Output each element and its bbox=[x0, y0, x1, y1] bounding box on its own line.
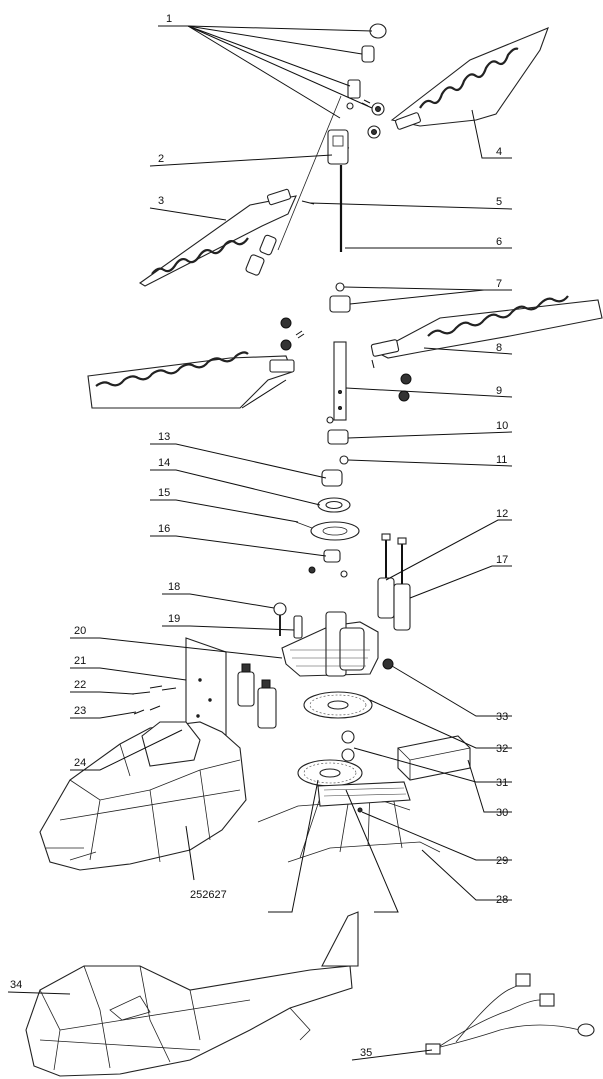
charging-cable bbox=[425, 973, 595, 1055]
callout-10: 10 bbox=[496, 420, 508, 432]
callout-2: 2 bbox=[158, 153, 164, 165]
part-13-hub bbox=[321, 469, 343, 487]
part-23-screws bbox=[133, 705, 161, 715]
part-7-ball bbox=[335, 282, 345, 292]
part-1-ball bbox=[346, 102, 354, 110]
part-7-collar bbox=[329, 295, 351, 313]
callout-19: 19 bbox=[168, 613, 180, 625]
flybar-weight-b bbox=[245, 254, 265, 276]
callout-17: 17 bbox=[496, 554, 508, 566]
flybar-weight-a bbox=[259, 234, 277, 256]
part-16-collar bbox=[323, 549, 341, 563]
callout-6: 6 bbox=[496, 236, 502, 248]
part-3-upper-blade-left bbox=[138, 195, 297, 287]
canopy-window bbox=[141, 721, 201, 767]
callout-15: 15 bbox=[158, 487, 170, 499]
part-22-screws bbox=[131, 685, 177, 695]
callout-7: 7 bbox=[496, 278, 502, 290]
callout-20: 20 bbox=[74, 625, 86, 637]
callout-28: 28 bbox=[496, 894, 508, 906]
callout-3: 3 bbox=[158, 195, 164, 207]
callout-21: 21 bbox=[74, 655, 86, 667]
callout-9: 9 bbox=[496, 385, 502, 397]
upper-rotor-assembly bbox=[138, 23, 549, 287]
callout-11: 11 bbox=[496, 454, 507, 466]
callout-31: 31 bbox=[496, 777, 508, 789]
fuselage bbox=[25, 911, 359, 1077]
part-17-motor bbox=[393, 583, 411, 631]
cable-plug-main bbox=[425, 1043, 441, 1055]
callout-22: 22 bbox=[74, 679, 86, 691]
part-2-rotor-head bbox=[327, 129, 349, 165]
callout-4: 4 bbox=[496, 146, 502, 158]
callout-29: 29 bbox=[496, 855, 508, 867]
part-11-ball bbox=[339, 455, 349, 465]
leader-lines bbox=[7, 25, 513, 1061]
callout-30: 30 bbox=[496, 807, 508, 819]
tail-fin bbox=[321, 911, 359, 967]
callout-23: 23 bbox=[74, 705, 86, 717]
motor-assembly bbox=[377, 533, 411, 631]
lower-rotor-assembly bbox=[87, 282, 603, 465]
callout-8: 8 bbox=[496, 342, 502, 354]
part-30-battery bbox=[397, 735, 471, 781]
part-33-nut bbox=[382, 658, 394, 670]
callout-34: 34 bbox=[10, 979, 22, 991]
part-10-hub bbox=[327, 429, 349, 445]
callout-1: 1 bbox=[166, 13, 172, 25]
callout-5: 5 bbox=[496, 196, 502, 208]
part-19-pin bbox=[293, 615, 303, 639]
callout-14: 14 bbox=[158, 457, 170, 469]
callout-13: 13 bbox=[158, 431, 170, 443]
part-15-swashplate bbox=[310, 521, 360, 541]
flybar-rod bbox=[277, 95, 342, 251]
part-8-lower-blade-right bbox=[374, 299, 603, 359]
callout-35: 35 bbox=[360, 1047, 372, 1059]
part-1-sleeve bbox=[361, 45, 375, 63]
part-12-motor bbox=[377, 577, 395, 619]
callout-252627: 252627 bbox=[190, 889, 227, 901]
servo-b bbox=[257, 687, 277, 729]
servo-a bbox=[237, 671, 255, 707]
callout-33: 33 bbox=[496, 711, 508, 723]
callout-24: 24 bbox=[74, 757, 86, 769]
lower-blade-left bbox=[87, 355, 293, 409]
part-4-upper-blade-right bbox=[390, 27, 549, 127]
fuselage-body bbox=[25, 965, 353, 1077]
swashplate-assembly bbox=[295, 469, 360, 578]
part-18-ball bbox=[273, 602, 287, 616]
part-1-cap bbox=[369, 23, 387, 39]
callout-16: 16 bbox=[158, 523, 170, 535]
part-1-link bbox=[347, 79, 361, 99]
part-9-outer-shaft bbox=[333, 341, 347, 421]
canopy bbox=[39, 721, 247, 871]
callout-18: 18 bbox=[168, 581, 180, 593]
callout-labels: 1 2 3 4 5 6 7 8 9 10 11 12 13 14 15 16 1… bbox=[10, 13, 508, 1059]
callout-32: 32 bbox=[496, 743, 508, 755]
callout-12: 12 bbox=[496, 508, 508, 520]
